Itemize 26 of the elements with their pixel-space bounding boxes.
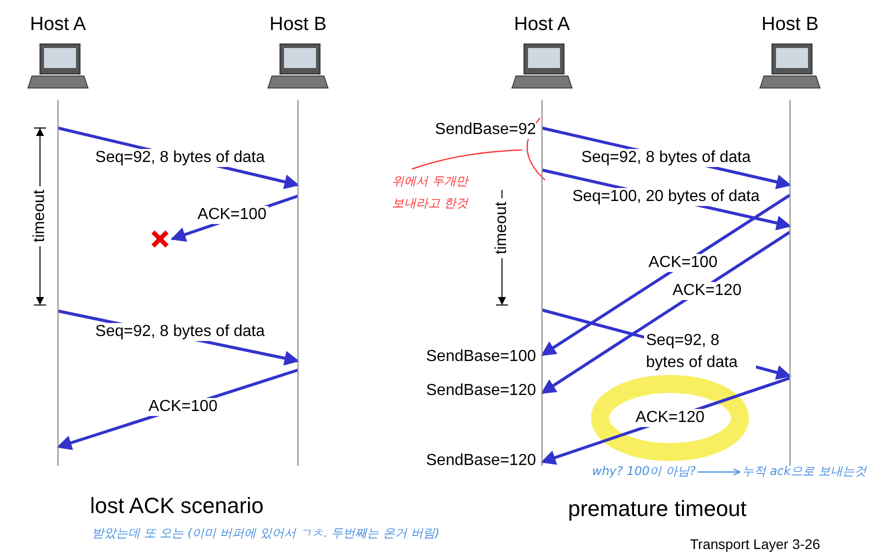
host-name: Host B [761,14,819,36]
edge-label: Seq=92, 8 bytes of data [93,149,267,167]
message-arrow [540,230,791,394]
edge-label: ACK=100 [196,206,268,224]
edge-label: Seq=100, 20 bytes of data [570,188,762,206]
host-name: Host B [269,14,327,36]
lost-mark-icon [150,229,170,249]
edge-label: ACK=120 [670,282,744,300]
text-label: Transport Layer 3-26 [690,536,820,552]
edge-label: ACK=100 [646,254,720,272]
arrow [698,468,741,476]
edge-label: ACK=120 [634,409,706,427]
host-column [266,14,330,466]
text-label: SendBase=92 [435,121,536,139]
edge-label: Seq=92, 8 bytes of data [579,149,753,167]
host-name: Host A [30,14,86,36]
leader-line [411,117,546,181]
handwritten-note: why? 100이 아님? [592,463,696,480]
edge-label: Seq=92, 8 bytes of data [93,323,267,341]
handwritten-note: 받았는데 또 오는 (이미 버퍼에 있어서 ㄱㅊ. 두번째는 온거 버림) [92,525,440,542]
handwritten-note: 위에서 두개만 보내라고 한것 [392,170,480,214]
edge-label: ACK=100 [146,398,220,416]
handwritten-note: 누적 ack으로 보내는것 [742,463,867,480]
message-arrow [540,194,791,356]
host-column [758,14,822,466]
host-name: Host A [514,14,570,36]
